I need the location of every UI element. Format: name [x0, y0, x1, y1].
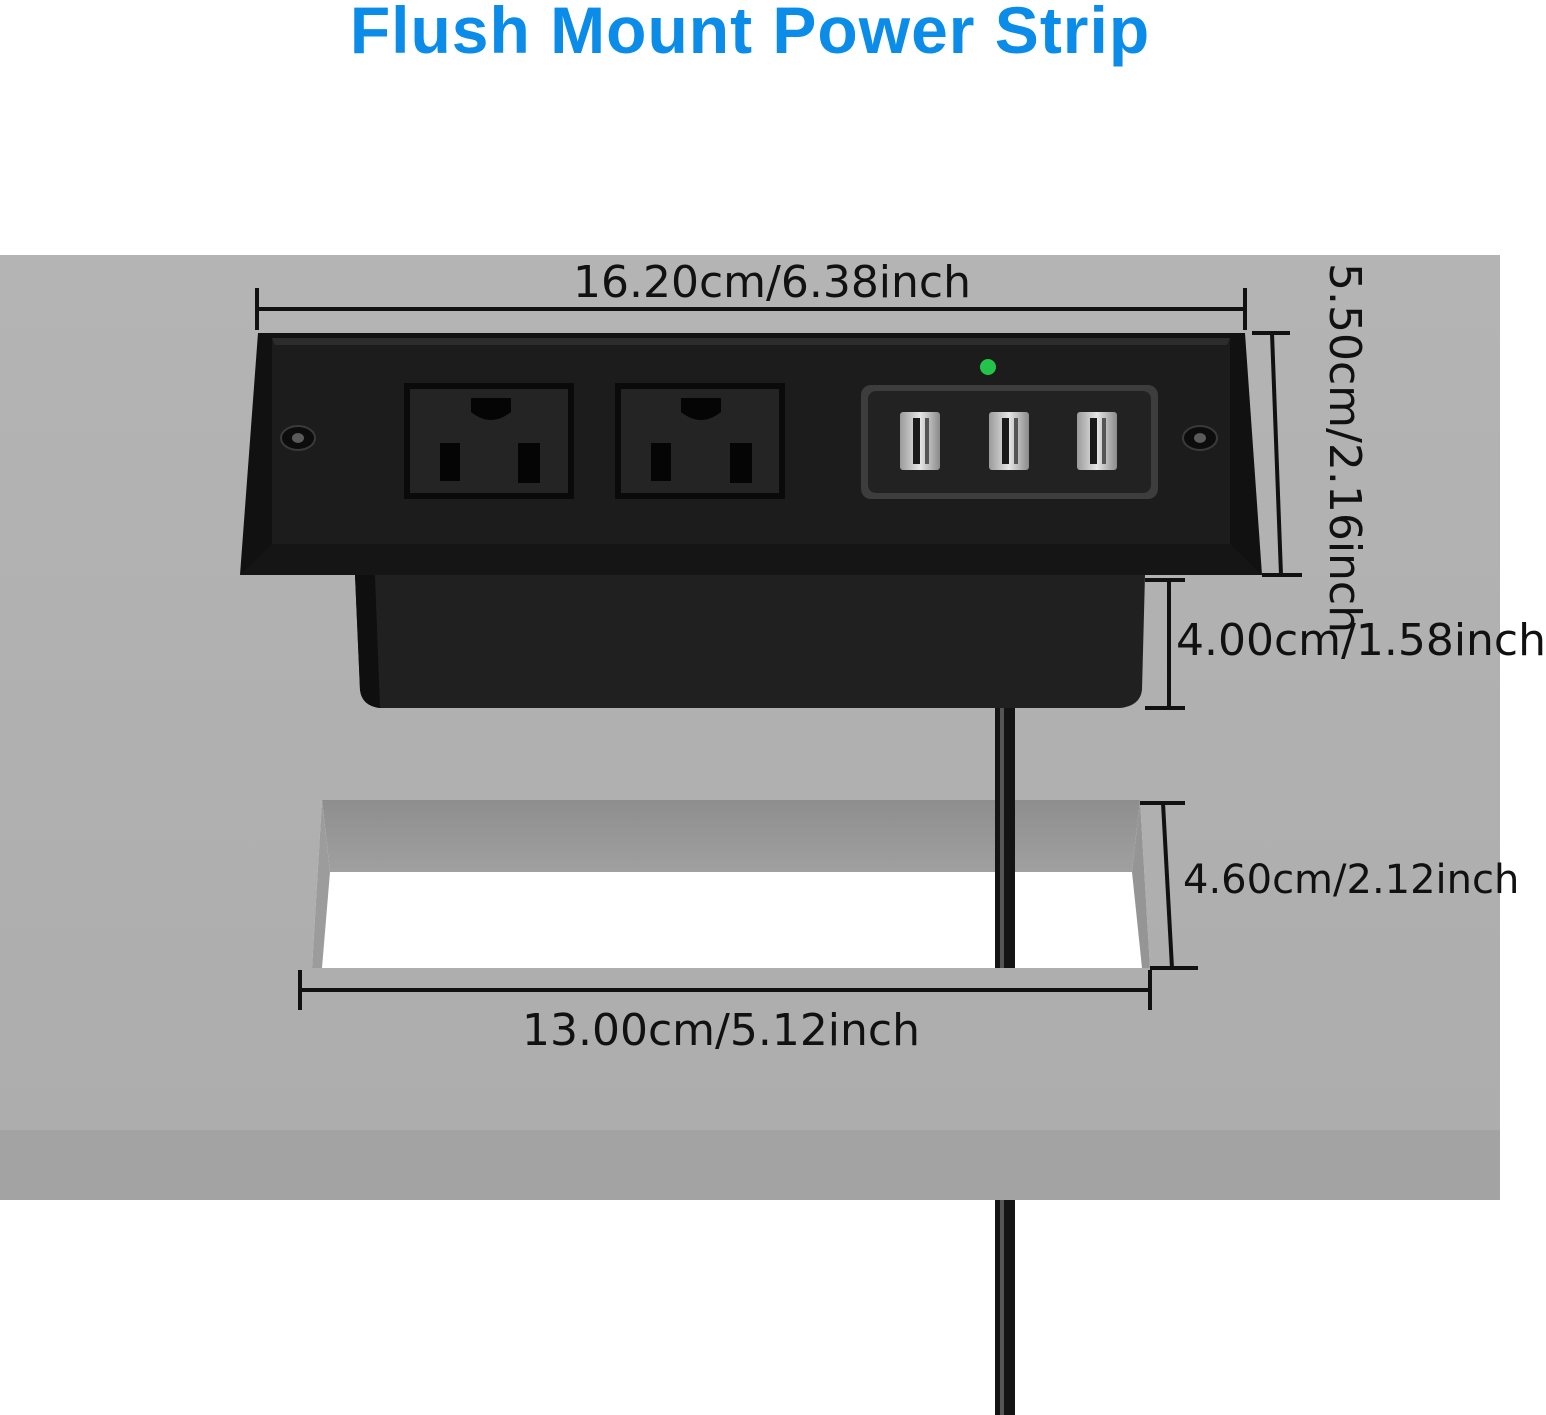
dimension-label-box-depth: 4.00cm/1.58inch — [1176, 615, 1546, 666]
strip-housing — [355, 575, 1145, 708]
desk-front-edge — [0, 1130, 1500, 1200]
screw-right-icon — [1182, 425, 1218, 451]
product-illustration — [0, 255, 1500, 1415]
screw-left-icon — [280, 425, 316, 451]
ac-outlet-2 — [615, 383, 785, 499]
usb-port-3-icon — [1077, 412, 1117, 470]
dimension-line-overall-width — [255, 288, 1247, 330]
usb-port-2-icon — [989, 412, 1029, 470]
indicator-led-icon — [980, 359, 996, 375]
dimension-line-overall-height — [1252, 331, 1302, 577]
dimension-label-overall-width: 16.20cm/6.38inch — [573, 257, 971, 308]
power-cable — [995, 700, 1015, 1415]
desk-cutout — [312, 800, 1150, 968]
dimension-label-cutout-height: 4.60cm/2.12inch — [1183, 857, 1520, 903]
dimension-line-box-depth — [1145, 578, 1185, 710]
page-title: Flush Mount Power Strip — [349, 0, 1151, 67]
dimension-line-cutout-height — [1140, 801, 1198, 970]
usb-port-1-icon — [900, 412, 940, 470]
dimension-label-overall-height: 5.50cm/2.16inch — [1319, 263, 1370, 634]
dimension-label-cutout-width: 13.00cm/5.12inch — [522, 1005, 920, 1056]
dimension-line-cutout-width — [298, 970, 1152, 1010]
ac-outlet-1 — [404, 383, 574, 499]
